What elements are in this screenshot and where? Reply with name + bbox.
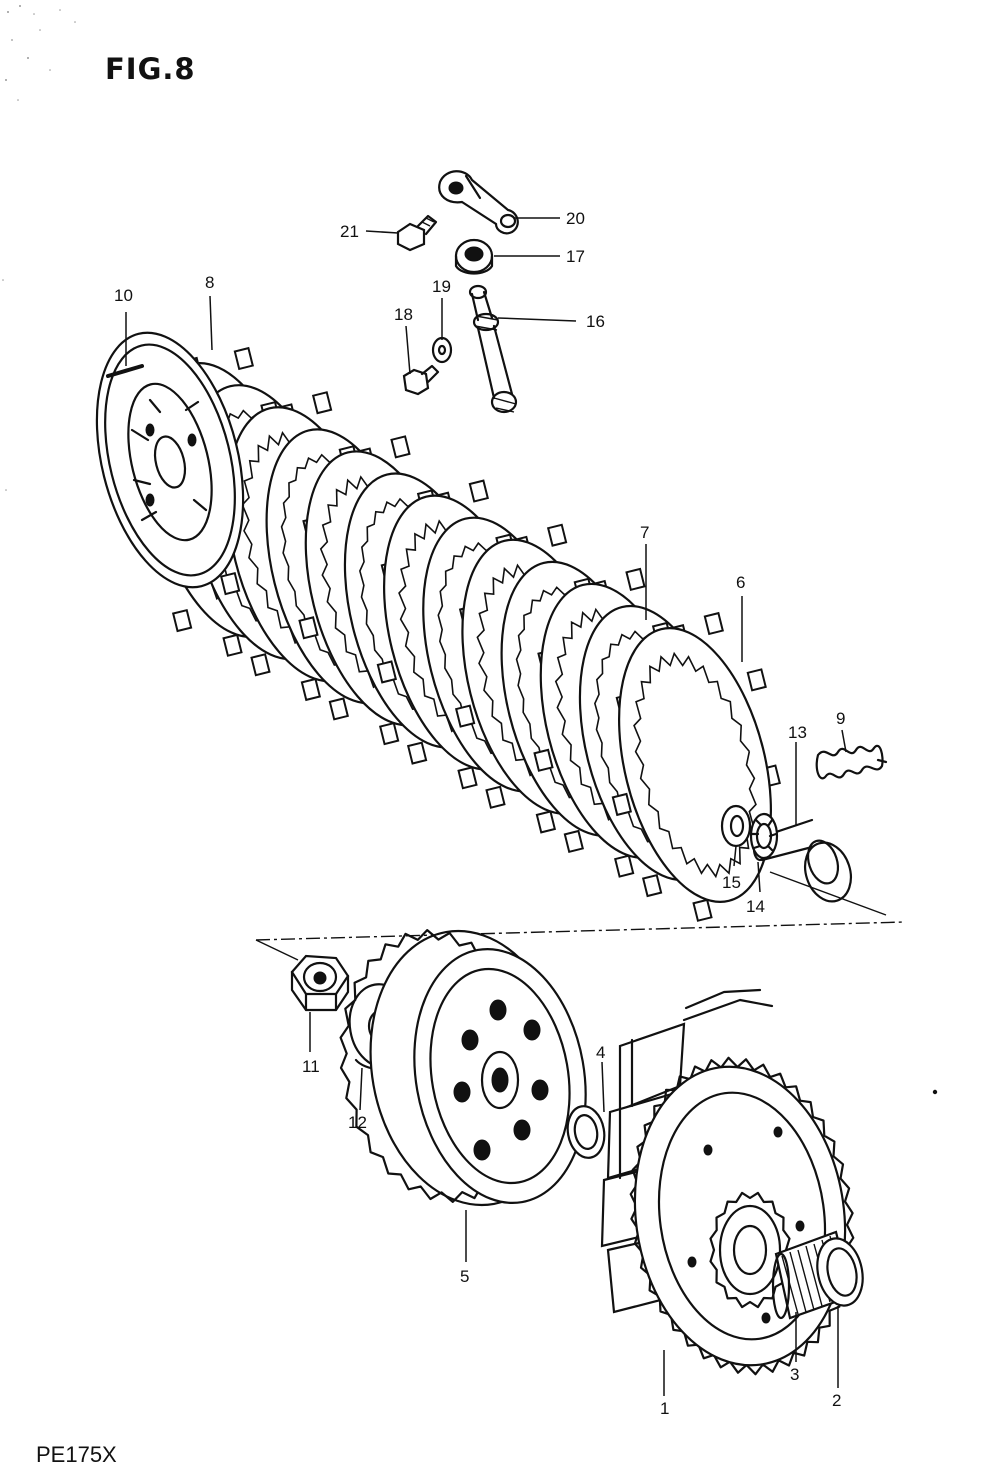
plate-tab bbox=[219, 571, 241, 596]
push-rod bbox=[752, 818, 852, 903]
guide-screw bbox=[402, 364, 440, 396]
plate-tab bbox=[233, 346, 254, 371]
callout-21: 21 bbox=[340, 222, 359, 241]
callout-8: 8 bbox=[205, 273, 214, 292]
callout-6: 6 bbox=[736, 573, 745, 592]
figure-title: FIG.8 bbox=[105, 52, 196, 86]
plate-tab bbox=[298, 616, 319, 640]
callout-15: 15 bbox=[722, 873, 741, 892]
plate-tab bbox=[222, 633, 243, 657]
plate-tab bbox=[390, 435, 411, 459]
plate-inner-edge bbox=[633, 651, 757, 879]
clutch-sleeve-hub bbox=[339, 929, 587, 1207]
pin bbox=[106, 364, 144, 378]
oil-seal bbox=[454, 238, 494, 275]
plate-tab bbox=[535, 810, 557, 834]
clutch-nut bbox=[290, 954, 350, 1012]
plate-tab bbox=[533, 748, 554, 772]
callout-3: 3 bbox=[790, 1365, 799, 1384]
plate-tab bbox=[746, 668, 767, 692]
plate-tab bbox=[311, 391, 333, 415]
callout-11: 11 bbox=[302, 1057, 320, 1076]
lever-bolt bbox=[396, 214, 438, 252]
callout-9: 9 bbox=[836, 709, 845, 728]
callout-4: 4 bbox=[596, 1043, 605, 1062]
plate-tab bbox=[563, 829, 584, 854]
plate-tab bbox=[703, 611, 724, 636]
callout-18: 18 bbox=[394, 305, 413, 324]
plate-tab bbox=[611, 792, 633, 817]
plate-tab bbox=[692, 898, 713, 922]
plate-tab bbox=[546, 523, 568, 547]
model-code: PE175X bbox=[36, 1442, 117, 1467]
plate-tab bbox=[376, 660, 398, 684]
callout-5: 5 bbox=[460, 1267, 469, 1286]
plate-tab bbox=[328, 697, 349, 721]
callout-14: 14 bbox=[746, 897, 765, 916]
plate-tab bbox=[641, 873, 663, 898]
clutch-plate-stack bbox=[141, 346, 781, 922]
plate-tab bbox=[625, 567, 646, 592]
small-washer bbox=[431, 336, 453, 364]
callout-10: 10 bbox=[114, 286, 133, 305]
plate-tab bbox=[250, 653, 271, 677]
callout-13: 13 bbox=[788, 723, 807, 742]
plate-tab bbox=[457, 766, 478, 790]
clutch-spring bbox=[815, 744, 888, 780]
leader-lines bbox=[125, 217, 847, 1396]
thrust-washer-4 bbox=[566, 1105, 606, 1159]
callout-19: 19 bbox=[432, 277, 451, 296]
plate-tab bbox=[171, 608, 193, 633]
release-shaft bbox=[468, 284, 518, 414]
plate-tab bbox=[468, 479, 489, 503]
plate-tab bbox=[379, 721, 400, 746]
primary-driven-gear-assy bbox=[600, 988, 855, 1376]
plate-tab bbox=[614, 854, 635, 878]
separator-line bbox=[255, 871, 905, 961]
plate-tab bbox=[485, 785, 506, 809]
callout-16: 16 bbox=[586, 312, 605, 331]
thrust-bearing bbox=[749, 812, 779, 860]
callout-2: 2 bbox=[832, 1391, 841, 1410]
plate-tab bbox=[454, 704, 476, 728]
callout-7: 7 bbox=[640, 523, 649, 542]
callout-labels: 21 20 17 16 19 18 10 8 7 6 9 13 14 15 11… bbox=[114, 209, 845, 1418]
callout-1: 1 bbox=[660, 1399, 669, 1418]
plate-tab bbox=[300, 677, 322, 702]
thrust-washer bbox=[720, 804, 752, 848]
plate-tab bbox=[406, 741, 428, 765]
callout-12: 12 bbox=[348, 1113, 367, 1132]
release-lever bbox=[438, 170, 519, 235]
callout-20: 20 bbox=[566, 209, 585, 228]
pressure-plate bbox=[95, 331, 245, 589]
scan-noise bbox=[2, 5, 938, 1095]
callout-17: 17 bbox=[566, 247, 585, 266]
spacer bbox=[816, 1237, 864, 1307]
